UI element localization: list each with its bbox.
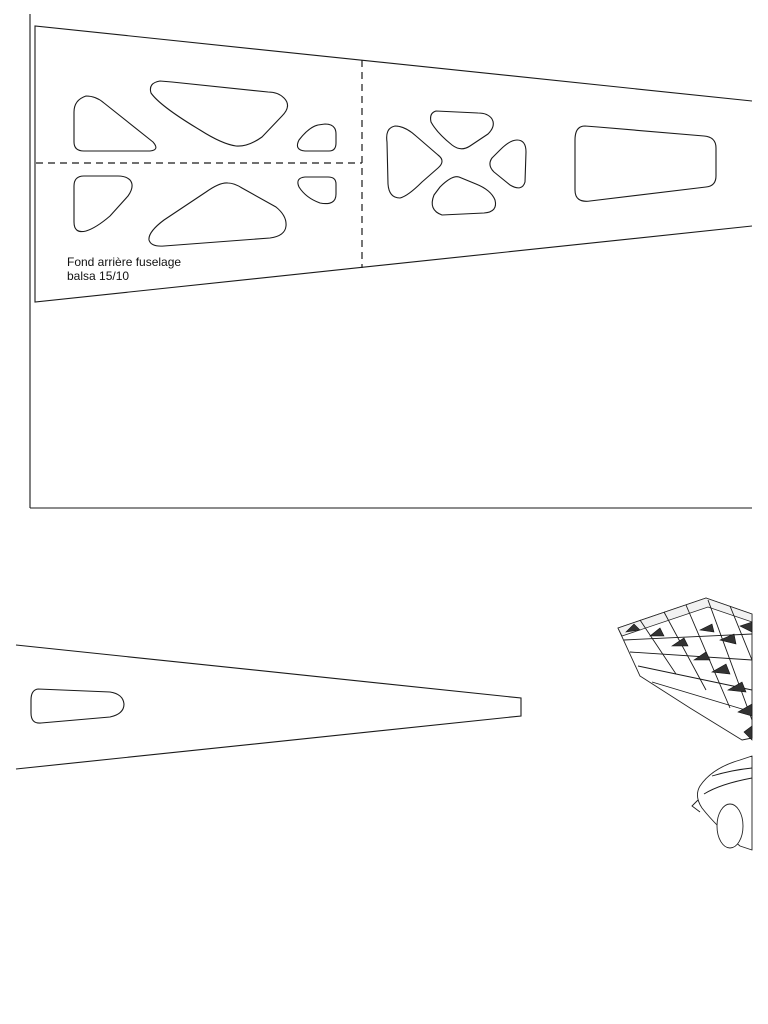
lower-part-outline <box>15 644 522 770</box>
lower-lightening-hole <box>30 688 125 724</box>
lightening-hole-right <box>574 125 717 202</box>
part-outline <box>34 25 753 303</box>
lightening-holes-left <box>73 80 337 247</box>
part-label-line1: Fond arrière fuselage <box>67 255 181 269</box>
fuselage-bottom-part: Fond arrière fuselage balsa 15/10 <box>34 25 753 303</box>
part-label-line2: balsa 15/10 <box>67 269 129 283</box>
model-illustration <box>617 597 753 851</box>
drawing-frame <box>29 14 752 509</box>
lower-tapered-part <box>15 644 522 770</box>
lightening-holes-middle <box>386 110 527 216</box>
